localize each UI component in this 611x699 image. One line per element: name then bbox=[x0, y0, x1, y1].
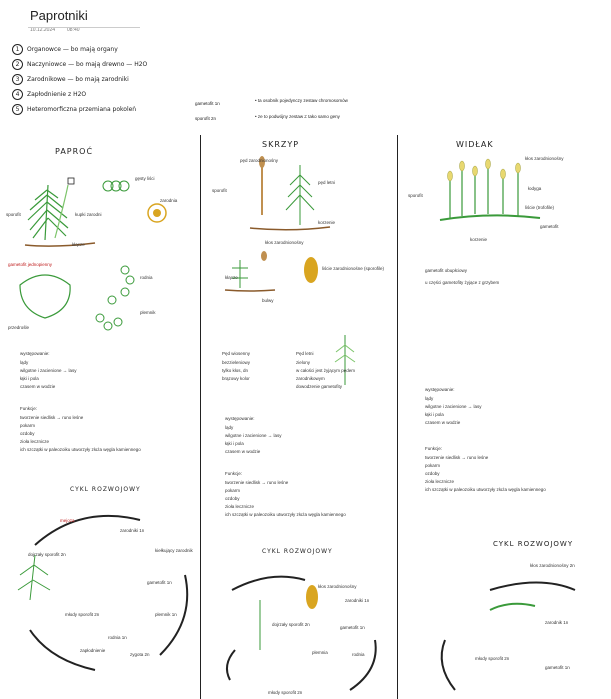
fern-label-gametophyte: gametofit jednopienny bbox=[8, 262, 53, 267]
horsetail-label-rhizome: kłącze bbox=[225, 275, 238, 280]
fern-label-archegonium: rodnia bbox=[140, 275, 153, 280]
horsetail-cycle-label: rodnia bbox=[352, 652, 365, 657]
horsetail-cycle-label: plemnia bbox=[312, 650, 328, 655]
horsetail-cycle-label: zarodniki 1n bbox=[345, 598, 370, 603]
horsetail-cycle-label: gametofit 1n bbox=[340, 625, 365, 630]
clubmoss-cycle-label: zarodnik 1n bbox=[545, 620, 569, 625]
clubmoss-label-leaves: liście (trofofile) bbox=[525, 205, 555, 210]
fern-cycle-label: młody sporofit 2n bbox=[65, 612, 100, 617]
fern-cycle-label: mejoza bbox=[60, 518, 75, 523]
column-divider bbox=[397, 135, 398, 699]
fern-label-sperm: plemnik bbox=[140, 310, 156, 315]
clubmoss-note: gametofit obupłciowy bbox=[425, 268, 468, 273]
horsetail-summer-shoot-notes: Pęd letni zielony w całości jest żyjącym… bbox=[296, 351, 356, 389]
fern-label-sori: kupki zarodni bbox=[75, 212, 102, 217]
horsetail-label-strobilus: kłos zarodnionośny bbox=[265, 240, 304, 245]
fern-sporangium bbox=[147, 203, 167, 223]
horsetail-label-sporophylls: liście zarodnionośne (sporofile) bbox=[322, 266, 385, 271]
clubmoss-note: u części gametofity żyjące z grzybem bbox=[425, 280, 500, 285]
column-title-fern: PAPROĆ bbox=[55, 147, 94, 156]
horsetail-label-roots: korzenie bbox=[318, 220, 336, 225]
clubmoss-label-strobilus: kłos zarodnionośny bbox=[525, 156, 564, 161]
gametophyte-label: gametofit 1n bbox=[195, 101, 220, 106]
fern-cycle-title: CYKL ROZWOJOWY bbox=[70, 486, 141, 493]
fern-rhizome bbox=[24, 242, 96, 247]
fern-label-sporophyte: sporofit bbox=[6, 212, 21, 217]
horsetail-strobilus bbox=[304, 257, 318, 283]
fern-antheridia bbox=[95, 265, 135, 331]
clubmoss-label-roots: korzenie bbox=[470, 237, 488, 242]
fern-cycle-label: dojrzały sporofit 2n bbox=[28, 552, 66, 557]
fern-cycle-label: rodnia 1n bbox=[108, 635, 127, 640]
fern-label-leaves: gęsty liści bbox=[135, 176, 155, 181]
note-meta: 10.12.2024 08:40 bbox=[30, 27, 88, 33]
fern-occurrence: występowanie: lądy wilgotne i zacienione… bbox=[20, 351, 77, 389]
fern-prothallus bbox=[19, 274, 71, 319]
horsetail-drawing bbox=[285, 165, 315, 225]
horsetail-occurrence: występowanie: lądy wilgotne i zacienione… bbox=[225, 416, 282, 454]
horsetail-cycle-label: młody sporofit 2n bbox=[268, 690, 303, 695]
fern-cycle-arrow bbox=[34, 514, 141, 546]
clubmoss-occurrence: występowanie: lądy wilgotne i zacienione… bbox=[425, 387, 482, 425]
column-title-horsetail: SKRZYP bbox=[262, 140, 300, 149]
clubmoss-label-sporophyte: sporofit bbox=[408, 193, 423, 198]
clubmoss-label-stem: łodyga bbox=[528, 186, 542, 191]
horsetail-cycle-label: kłos zarodnionośny bbox=[318, 584, 357, 589]
horsetail-label-tubers: bulwy bbox=[262, 298, 274, 303]
column-divider bbox=[200, 135, 201, 699]
horsetail-label-summer: pęd letni bbox=[318, 180, 336, 185]
horsetail-spring-shoot-notes: Pęd wiosenny bezzieleniowy tylko kłos, d… bbox=[222, 351, 251, 381]
clubmoss-cycle-label: kłos zarodnionośny 2n bbox=[530, 563, 575, 568]
fern-cycle-label: kiełkujący zarodnik bbox=[155, 548, 193, 553]
column-title-clubmoss: WIDŁAK bbox=[456, 140, 494, 149]
clubmoss-cycle-arrow bbox=[489, 581, 576, 591]
note-header: Paprotniki 10.12.2024 08:40 bbox=[30, 8, 88, 33]
note-time: 08:40 bbox=[67, 27, 80, 33]
gametophyte-note: • ta osobnik pojedynczy zestaw chromosom… bbox=[255, 98, 348, 103]
sporophyte-label: sporofit 2n bbox=[195, 116, 217, 121]
page-title: Paprotniki bbox=[30, 8, 88, 23]
clubmoss-cycle-label: gametofit 1n bbox=[545, 665, 570, 670]
fern-sporophyte-drawing bbox=[27, 184, 69, 241]
clubmoss-drawing bbox=[439, 168, 541, 221]
fern-frond-detail bbox=[102, 180, 130, 192]
fern-cycle-label: gametofit 1n bbox=[147, 580, 172, 585]
horsetail-functions: Funkcje: tworzenie siedlisk → runo leśne… bbox=[225, 471, 346, 517]
note-date: 10.12.2024 bbox=[30, 27, 56, 33]
fern-label-rhizome: kłącze bbox=[72, 242, 85, 247]
fern-cycle-label: plemnik 1n bbox=[155, 612, 177, 617]
fern-label-sporangium: zarodnia bbox=[160, 198, 178, 203]
fern-functions: Funkcje: tworzenie siedlisk → runo leśne… bbox=[20, 406, 141, 452]
horsetail-label-sporophyte: sporofit bbox=[212, 188, 227, 193]
horsetail-cycle-arrow bbox=[231, 575, 306, 591]
clubmoss-cycle-label: młody sporofit 2n bbox=[475, 656, 510, 661]
sporophyte-note: • ze to podwójny zestaw ≠ tako samo geny bbox=[255, 114, 340, 119]
clubmoss-cycle-title: CYKL ROZWOJOWY bbox=[493, 540, 574, 548]
horsetail-cycle-label: dojrzały sporofit 2n bbox=[272, 622, 310, 627]
clubmoss-label-gametophyte: gametofit bbox=[540, 224, 559, 229]
header-divider bbox=[28, 27, 140, 28]
fern-cycle-label: zygota 2n bbox=[130, 652, 150, 657]
fern-cycle-label: zarodniki 1n bbox=[120, 528, 145, 533]
horsetail-cycle-title: CYKL ROZWOJOWY bbox=[262, 548, 333, 555]
fern-label-prothallus: przedrośle bbox=[8, 325, 30, 330]
fern-cycle-label: zapłodnienie bbox=[80, 648, 106, 653]
clubmoss-functions: Funkcje: tworzenie siedlisk → runo leśne… bbox=[425, 446, 546, 492]
horsetail-label-spring: pęd zarodnionośny bbox=[240, 158, 279, 163]
